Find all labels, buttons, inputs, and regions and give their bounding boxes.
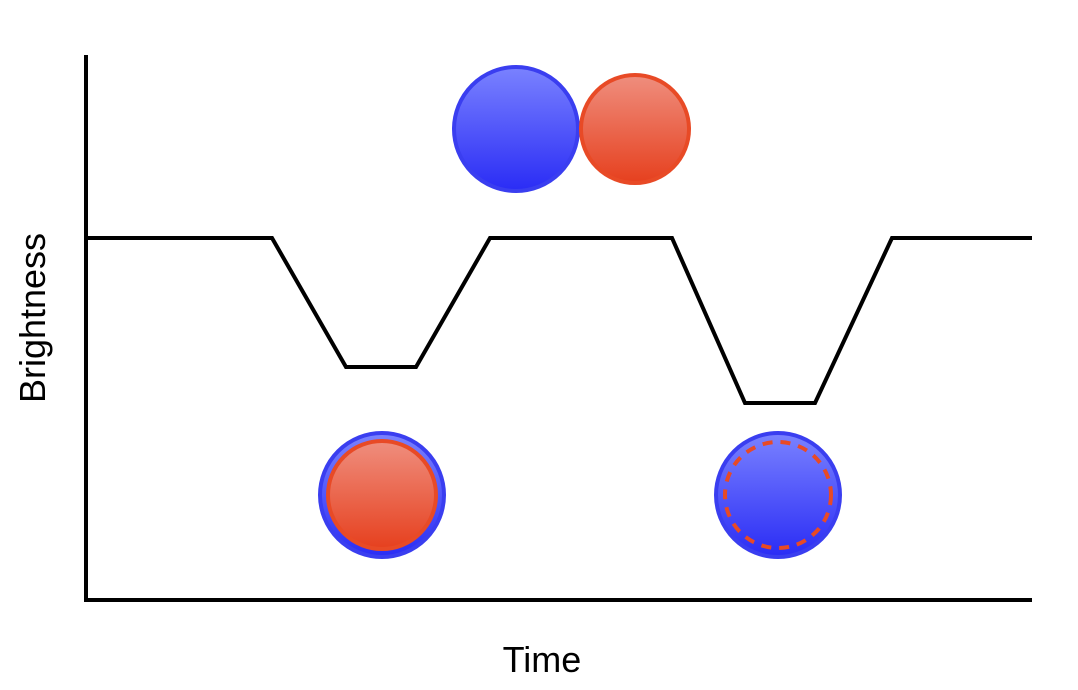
red-star-eclipsed-by-blue-star [714, 431, 842, 559]
stars-side-by-side [452, 65, 691, 193]
x-axis-label: Time [503, 639, 582, 680]
red-star-icon [326, 439, 438, 551]
red-star-transiting-blue-star [318, 431, 446, 559]
hidden-red-star-outline-icon [723, 440, 833, 550]
light-curve [86, 236, 1032, 405]
red-star-icon [579, 73, 691, 185]
blue-star-icon [714, 431, 842, 559]
blue-star-icon [452, 65, 580, 193]
y-axis-label: Brightness [12, 233, 53, 403]
